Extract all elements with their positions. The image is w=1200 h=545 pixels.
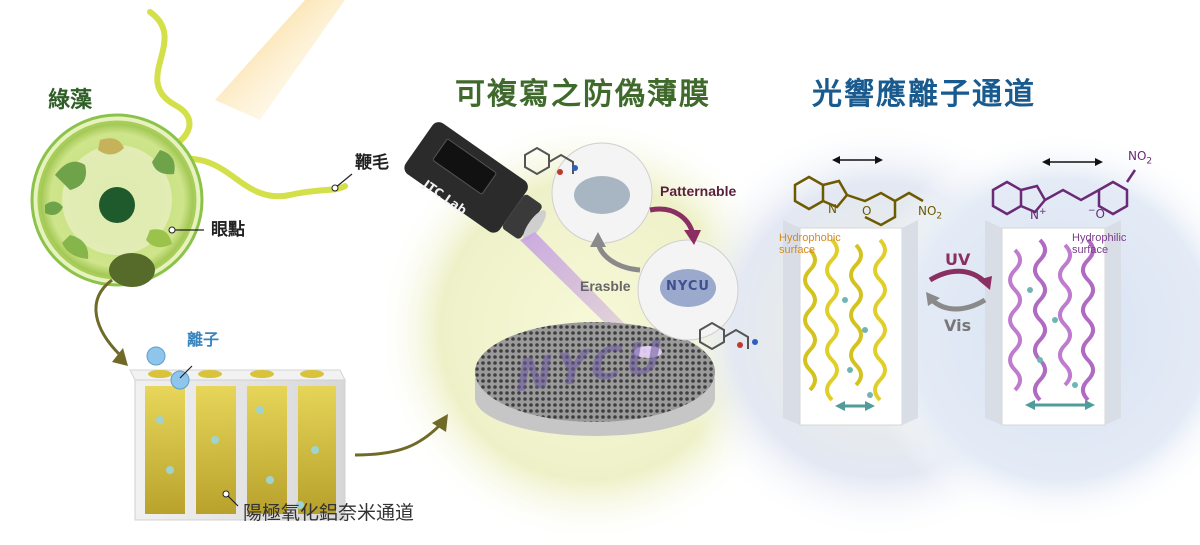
molecule-sketch [524,146,578,176]
vis-arrow-head [926,292,940,306]
ion-flow-arrow-small-head-left [835,401,845,411]
uv-label: UV [945,250,971,269]
patternable-label: Patternable [660,183,737,199]
eyespot-label: 眼點 [211,220,245,240]
atom-n-text: N [1030,208,1039,222]
aao-nanochannel-block [129,369,346,521]
nitro-group-label-2: NO2 [1128,150,1152,166]
aao-channel-label: 陽極氧化鋁奈米通道 [243,502,415,524]
nitro-no-text: NO [918,204,937,218]
sunlight-ray [215,0,345,120]
patternable-arrow-head [684,230,701,245]
nitro-subscript-2: 2 [1146,156,1153,167]
ion-label: 離子 [187,330,220,349]
hydrophobic-channel [783,220,918,426]
hydrophilic-surface-label: Hydrophilic surface [1072,232,1127,256]
atom-n-plus-label: N+ [1030,207,1047,222]
ion-flow-arrow-large-head-right [1085,400,1095,410]
channel-title: 光響應離子通道 [812,77,1036,112]
aao-callout-dot [222,490,230,498]
atom-n-charge: + [1038,207,1047,217]
molecule-sketch [699,321,758,351]
eyespot-shape [109,253,155,287]
ion-flow-arrow-large-head-left [1025,400,1035,410]
laser-device [404,122,546,241]
erasable-arrow-head [590,232,606,247]
hydrophilic-channel [985,220,1121,426]
eyespot-callout-dot [168,226,176,234]
arrow-aao-to-film-head [432,414,448,432]
atom-n-label: N [828,202,837,216]
vis-label: Vis [944,316,972,335]
flagella-label: 鞭毛 [355,153,389,173]
nitro-subscript: 2 [936,211,943,222]
arrow-aao-to-film [354,423,442,457]
spiropyran-molecule [793,156,924,227]
alga-cell [30,113,204,287]
nitro-no-text-2: NO [1128,149,1147,163]
vis-arrow [930,297,987,312]
ion-sphere [146,346,166,366]
alga-title: 綠藻 [48,88,93,113]
erasable-label: Erasble [580,278,631,294]
hydrophobic-surface-label: Hydrophobic surface [779,232,841,256]
ion-callout-line [179,365,193,379]
film-nycu-text: NYCU [666,279,710,294]
atom-o-minus-label: −O [1088,206,1105,221]
film-title: 可複寫之防偽薄膜 [455,77,711,112]
uv-arrow-head [978,276,992,290]
film-written [637,239,739,341]
flagella-callout-dot [331,184,339,192]
atom-o-charge: − [1088,206,1096,216]
atom-o-text: O [1095,207,1105,221]
flagella-callout-line [334,173,353,189]
merocyanine-molecule [991,158,1137,216]
ion-sphere [170,370,190,390]
arrow-alga-to-aao-head [112,348,128,366]
uv-arrow [928,268,987,284]
porous-membrane [475,322,715,436]
atom-o-label: O [862,204,872,218]
ion-flow-arrow-small-head-right [865,401,875,411]
arrow-alga-to-aao [94,278,122,357]
nitro-group-label: NO2 [918,205,942,221]
